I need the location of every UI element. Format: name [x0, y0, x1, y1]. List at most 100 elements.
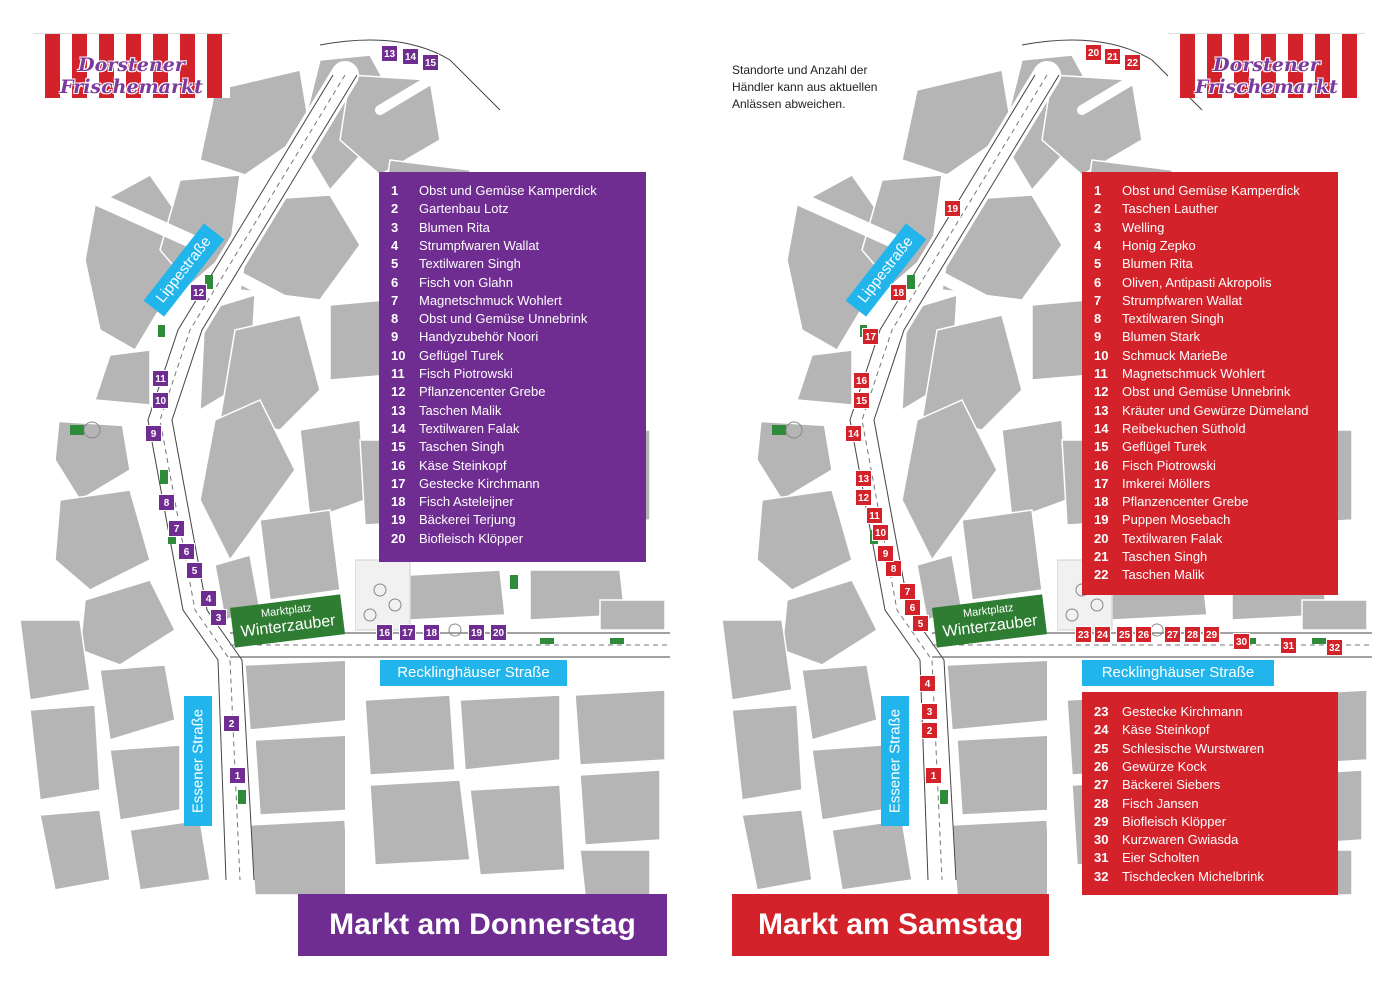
- street-label-essener-strasse: Essener Straße: [881, 696, 909, 826]
- vendor-number: 11: [391, 366, 405, 381]
- vendor-number: 26: [1094, 758, 1109, 774]
- vendor-name: Pflanzencenter Grebe: [419, 384, 546, 400]
- stall-marker: 14: [402, 48, 419, 65]
- stall-marker: 10: [872, 524, 889, 541]
- vendor-number: 8: [1094, 311, 1102, 327]
- vendor-name: Taschen Malik: [419, 402, 502, 418]
- stall-marker: 30: [1233, 633, 1250, 650]
- vendor-number: 22: [1094, 567, 1109, 583]
- vendor-name: Fisch Piotrowski: [1122, 457, 1216, 473]
- vendor-name: Imkerei Möllers: [1122, 475, 1211, 491]
- vendor-number: 1: [391, 183, 399, 198]
- stall-marker: 14: [845, 425, 862, 442]
- stall-marker: 19: [468, 624, 485, 641]
- stall-marker: 11: [866, 507, 883, 524]
- logo-thursday: Dorstener Frischemarkt: [33, 33, 230, 98]
- stall-marker: 16: [376, 624, 393, 641]
- vendor-name: Schmuck MarieBe: [1122, 347, 1228, 363]
- vendor-name: Gestecke Kirchmann: [1122, 704, 1243, 719]
- stall-marker: 27: [1164, 626, 1181, 643]
- vendor-number: 18: [1094, 494, 1109, 510]
- vendor-number: 27: [1094, 777, 1109, 793]
- stall-marker: 28: [1184, 626, 1201, 643]
- stall-marker: 9: [877, 545, 894, 562]
- stall-marker: 6: [904, 599, 921, 616]
- vendor-name: Blumen Rita: [419, 219, 490, 235]
- stall-marker: 15: [422, 54, 439, 71]
- stall-marker: 15: [853, 392, 870, 409]
- stall-marker: 3: [921, 703, 938, 720]
- vendor-name: Fisch Jansen: [1122, 795, 1199, 811]
- vendor-number: 5: [391, 256, 399, 272]
- street-label-recklinghaeuser-strasse: Recklinghäuser Straße: [1082, 660, 1274, 686]
- vendor-list-item: 27 Bäckerei Siebers: [1094, 777, 1220, 792]
- title-saturday: Markt am Samstag: [732, 894, 1049, 956]
- vendor-list-item: 3 Blumen Rita: [391, 220, 490, 235]
- vendor-number: 3: [1094, 219, 1102, 235]
- vendor-name: Käse Steinkopf: [419, 457, 507, 473]
- vendor-name: Pflanzencenter Grebe: [1122, 494, 1249, 510]
- stall-marker: 17: [862, 328, 879, 345]
- vendor-name: Textilwaren Falak: [419, 420, 520, 436]
- vendor-number: 30: [1094, 832, 1109, 848]
- vendor-name: Honig Zepko: [1122, 237, 1196, 253]
- vendor-name: Fisch von Glahn: [419, 274, 513, 290]
- stall-marker: 13: [381, 45, 398, 62]
- stall-marker: 4: [919, 675, 936, 692]
- vendor-number: 18: [391, 494, 406, 510]
- stall-marker: 10: [152, 392, 169, 409]
- vendor-name: Obst und Gemüse Kamperdick: [419, 183, 597, 198]
- vendor-number: 2: [1094, 201, 1102, 217]
- vendor-name: Geflügel Turek: [419, 347, 504, 363]
- vendor-name: Käse Steinkopf: [1122, 722, 1210, 738]
- stall-marker: 23: [1075, 626, 1092, 643]
- stall-marker: 2: [921, 722, 938, 739]
- vendor-name: Textilwaren Singh: [1122, 311, 1224, 327]
- vendor-name: Textilwaren Singh: [419, 256, 521, 272]
- vendor-name: Schlesische Wurstwaren: [1122, 740, 1265, 756]
- title-thursday: Markt am Donnerstag: [298, 894, 667, 956]
- vendor-name: Kurzwaren Gwiasda: [1122, 832, 1239, 848]
- stall-marker: 31: [1280, 637, 1297, 654]
- vendor-name: Puppen Mosebach: [1122, 512, 1231, 528]
- stall-marker: 21: [1104, 48, 1121, 65]
- vendor-number: 9: [1094, 329, 1102, 345]
- vendor-number: 17: [1094, 475, 1109, 491]
- vendor-name: Magnetschmuck Wohlert: [419, 292, 562, 308]
- stall-marker: 12: [190, 284, 207, 301]
- vendor-name: Bäckerei Siebers: [1122, 777, 1221, 793]
- vendor-name: Obst und Gemüse Unnebrink: [419, 311, 588, 327]
- vendor-list-item: 8 Textilwaren Singh: [1094, 311, 1224, 326]
- vendor-list-item: 1 Obst und Gemüse Kamperdick: [391, 183, 597, 198]
- stall-marker: 19: [944, 200, 961, 217]
- stall-marker: 17: [399, 624, 416, 641]
- vendor-number: 3: [391, 219, 399, 235]
- vendor-name: Kräuter und Gewürze Dümeland: [1122, 402, 1309, 418]
- vendor-number: 32: [1094, 868, 1109, 884]
- vendor-number: 13: [391, 402, 406, 418]
- vendor-name: Biofleisch Klöpper: [419, 530, 524, 546]
- vendor-number: 16: [1094, 457, 1109, 473]
- vendor-number: 1: [1094, 183, 1102, 198]
